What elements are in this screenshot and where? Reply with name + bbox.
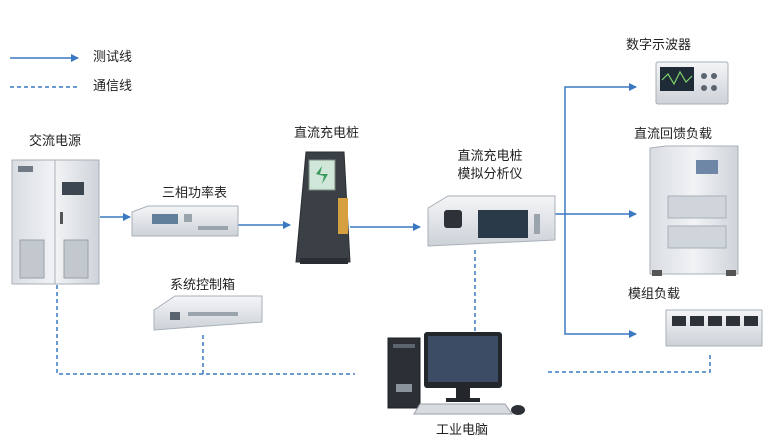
module-load-device <box>665 309 763 347</box>
dc-load-label: 直流回馈负载 <box>634 127 713 142</box>
pc-label: 工业电脑 <box>436 423 489 438</box>
dc-load-device <box>649 145 739 276</box>
control-box-label: 系统控制箱 <box>170 278 236 293</box>
pc-device <box>387 332 525 415</box>
oscilloscope-device <box>655 61 729 105</box>
simulator-label-line1: 直流充电桩 <box>457 149 523 164</box>
oscilloscope-label: 数字示波器 <box>626 38 692 53</box>
ac-source-device <box>11 159 100 285</box>
simulator-device <box>427 195 556 247</box>
legend-test-label: 测试线 <box>93 50 133 65</box>
power-meter-device <box>131 205 239 237</box>
legend-comm-label: 通信线 <box>93 79 133 94</box>
module-load-label: 模组负载 <box>628 287 681 302</box>
comm-lines <box>56 250 711 375</box>
power-meter-label: 三相功率表 <box>162 186 228 201</box>
simulator-label-line2: 模拟分析仪 <box>457 167 523 182</box>
dc-charger-device <box>295 151 351 264</box>
test-lines <box>100 83 637 338</box>
ac-source-label: 交流电源 <box>29 134 82 149</box>
dc-charger-label: 直流充电桩 <box>294 126 360 141</box>
control-box-device <box>153 295 263 331</box>
